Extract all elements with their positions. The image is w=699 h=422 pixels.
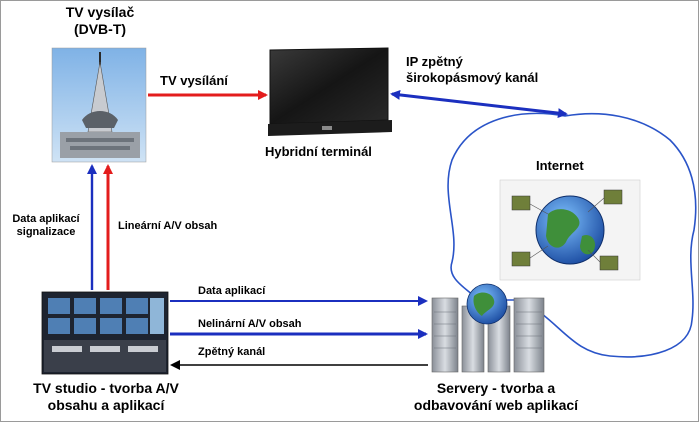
transmitter-label-line1: TV vysílač [65,4,135,20]
studio-label-line1: TV studio - tvorba A/V [33,380,179,396]
internet-network-image [499,179,641,281]
internet-label: Internet [536,158,584,173]
ip-channel-label-line1: IP zpětný [406,54,463,69]
return-channel-label: Zpětný kanál [198,346,266,358]
signaling-label-line2: signalizace [16,226,76,239]
ip-channel-label-line2: širokopásmový kanál [406,69,539,85]
studio-label: TV studio - tvorba A/V obsahu a aplikací [18,380,194,414]
hybrid-terminal-image [268,47,392,136]
nonlinear-av-label: Nelinární A/V obsah [198,318,302,330]
linear-av-label: Lineární A/V obsah [118,220,218,232]
tv-studio-image [41,291,169,375]
transmitter-label: TV vysílač (DVB-T) [42,4,158,38]
app-data-label: Data aplikací [198,285,266,297]
ip-channel-label: IP zpětný širokopásmový kanál [406,54,538,85]
ip-channel-arrow [390,89,568,119]
servers-label-line2: odbavování web aplikací [413,396,579,413]
servers-label-line1: Servery - tvorba a [436,380,556,396]
servers-image [431,283,545,373]
signaling-label-line1: Data aplikací [12,213,80,225]
terminal-label: Hybridní terminál [265,144,372,159]
signaling-label: Data aplikací signalizace [2,213,90,239]
internet-cloud-outline [447,112,697,358]
studio-label-line2: obsahu a aplikací [47,396,165,413]
servers-label: Servery - tvorba a odbavování web aplika… [404,380,588,414]
broadcast-label: TV vysílání [160,73,228,88]
tv-transmitter-image [51,47,147,163]
transmitter-label-line2: (DVB-T) [73,20,127,37]
